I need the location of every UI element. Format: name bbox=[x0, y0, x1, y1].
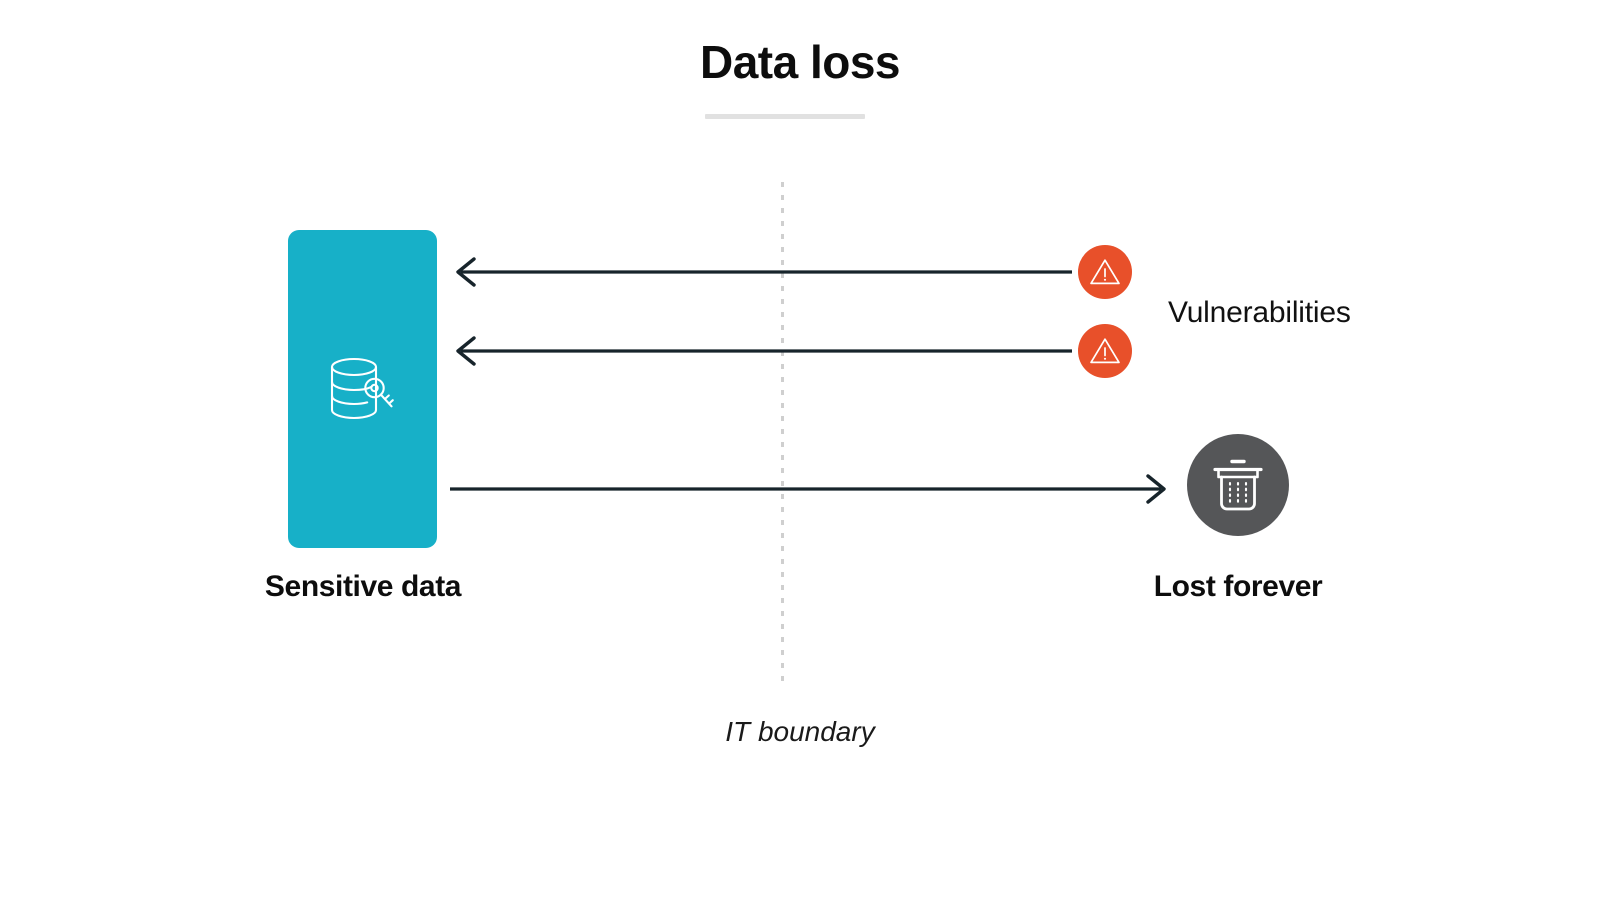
vulnerability-badge-1 bbox=[1078, 245, 1132, 299]
arrow-vulnerability-inbound-1 bbox=[456, 257, 1072, 287]
vulnerability-badge-2 bbox=[1078, 324, 1132, 378]
warning-triangle-icon bbox=[1090, 259, 1120, 285]
lost-forever-badge bbox=[1187, 434, 1289, 536]
page-title: Data loss bbox=[699, 36, 901, 88]
database-key-icon bbox=[330, 357, 394, 420]
arrow-data-outbound-lost bbox=[450, 474, 1166, 504]
it-boundary-divider bbox=[781, 182, 784, 686]
sensitive-data-block bbox=[288, 230, 437, 548]
arrow-vulnerability-inbound-2 bbox=[456, 336, 1072, 366]
trash-can-icon bbox=[1213, 459, 1263, 511]
warning-triangle-icon bbox=[1090, 338, 1120, 364]
lost-forever-label: Lost forever bbox=[1153, 570, 1323, 603]
title-underline-rule bbox=[705, 114, 865, 119]
it-boundary-label: IT boundary bbox=[725, 716, 875, 747]
sensitive-data-label: Sensitive data bbox=[264, 570, 462, 603]
vulnerabilities-label: Vulnerabilities bbox=[1168, 296, 1351, 329]
